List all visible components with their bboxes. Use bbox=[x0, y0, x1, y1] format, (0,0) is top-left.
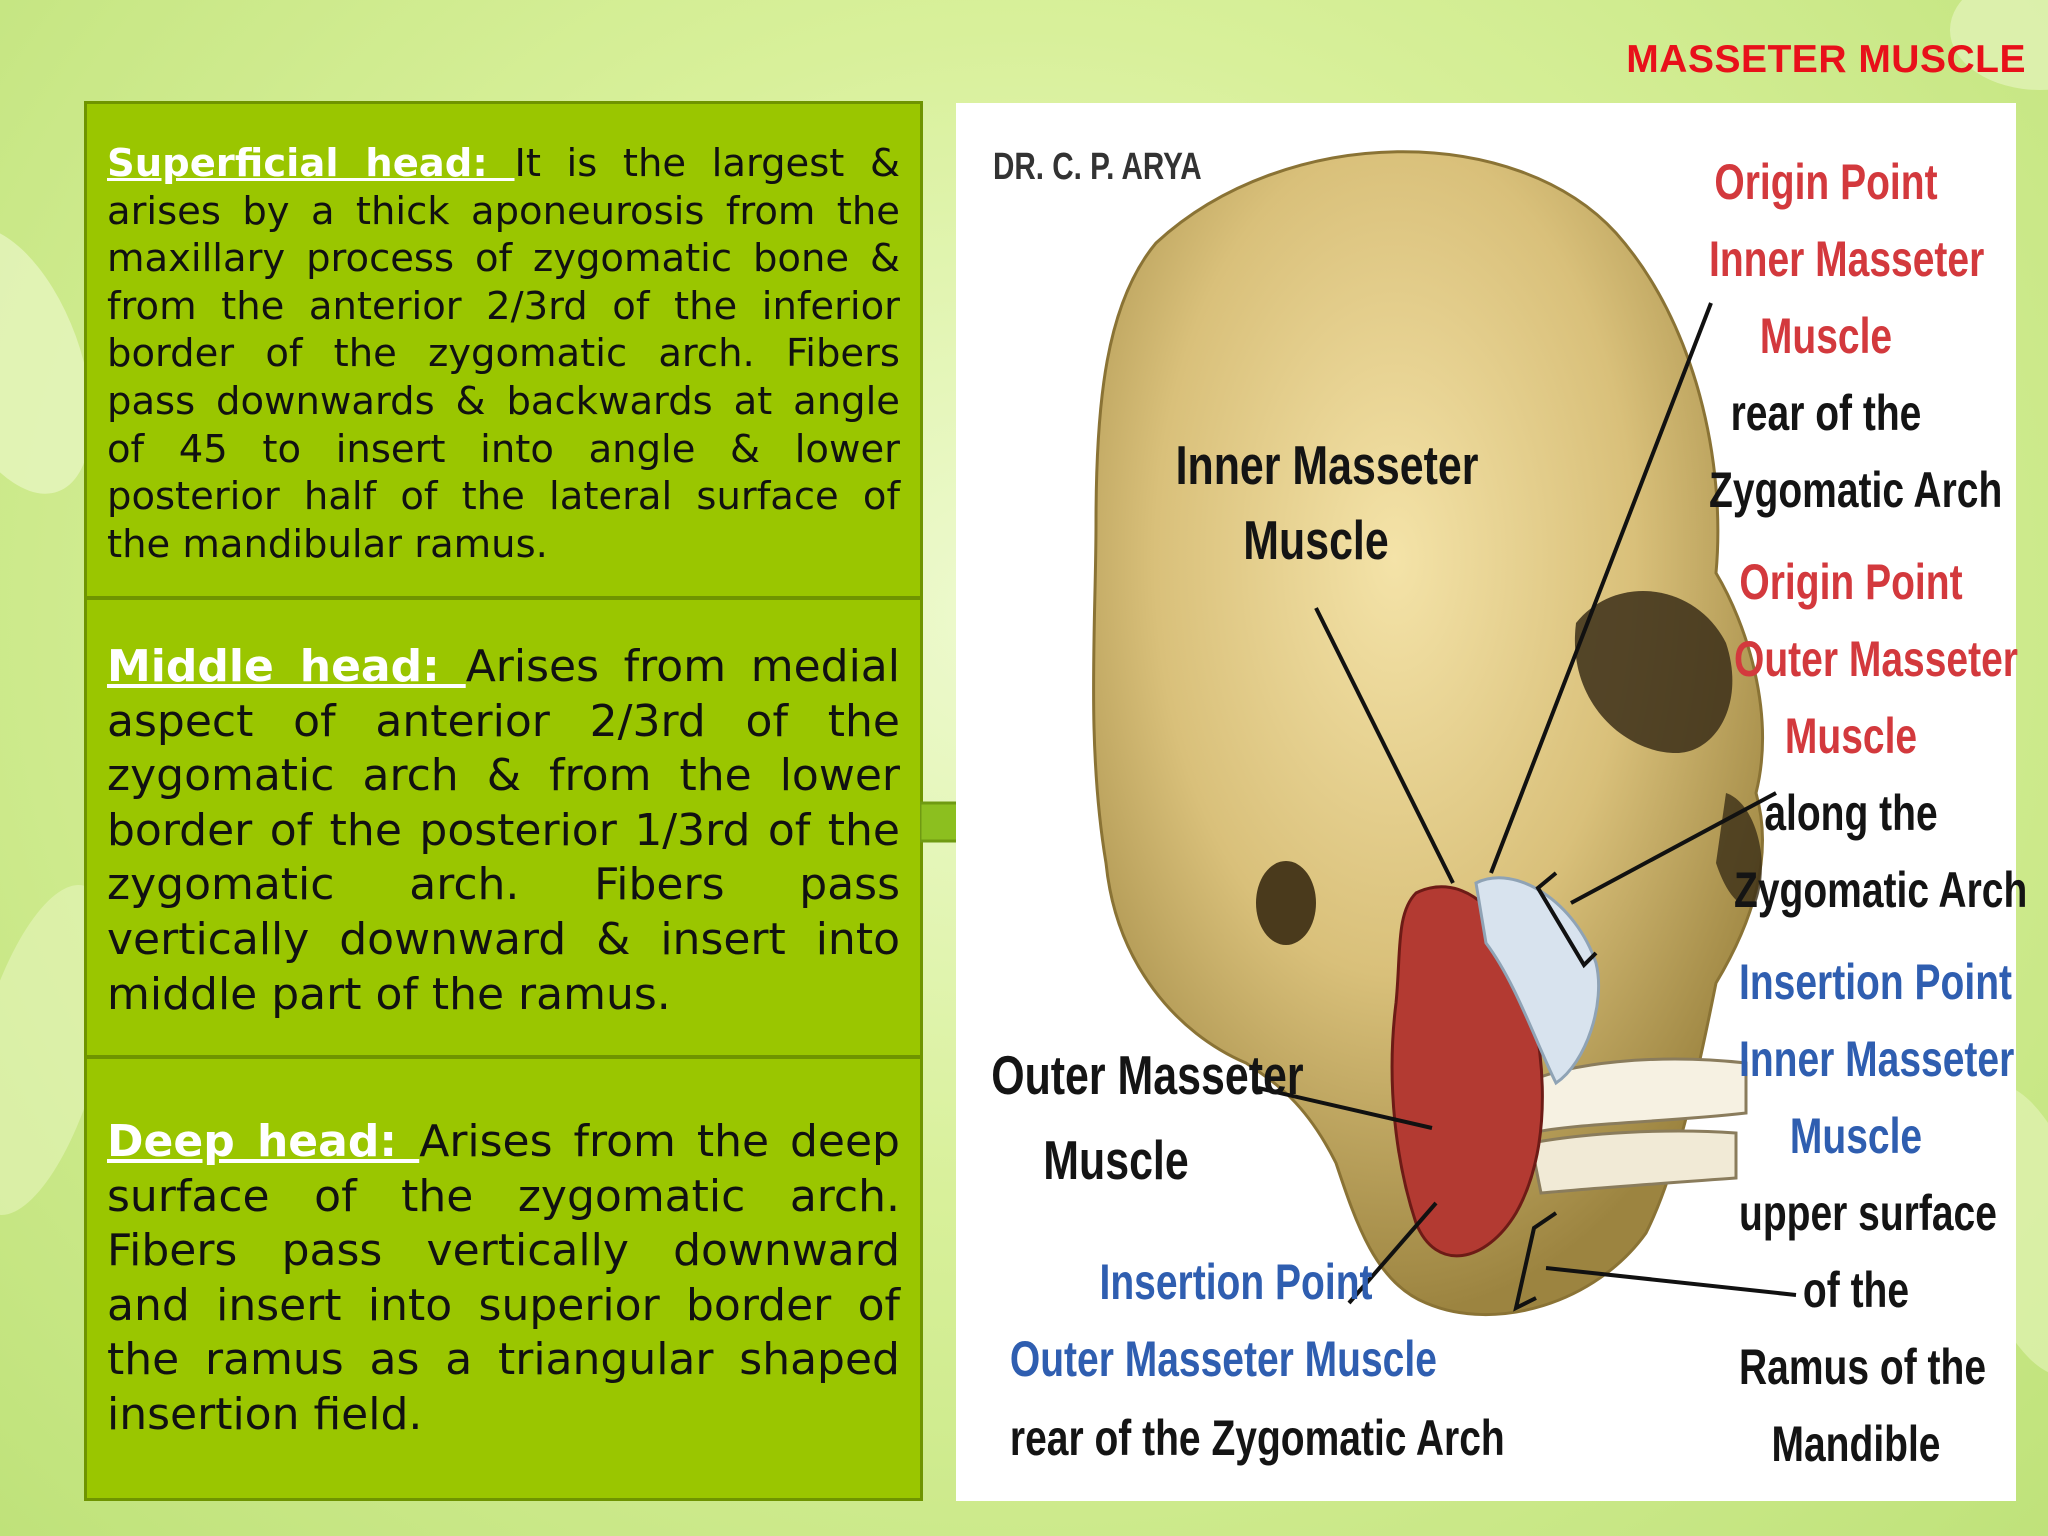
origin-outer-label-4: along the bbox=[1764, 785, 1938, 841]
inner-masseter-label-1: Inner Masseter bbox=[1175, 434, 1479, 496]
insertion-outer-label-1: Insertion Point bbox=[1099, 1254, 1373, 1310]
insertion-inner-label-1: Insertion Point bbox=[1739, 954, 2012, 1010]
slide-title: MASSETER MUSCLE bbox=[1626, 38, 2026, 81]
origin-inner-label-1: Origin Point bbox=[1714, 154, 1938, 210]
outer-masseter-label-1: Outer Masseter bbox=[991, 1044, 1304, 1106]
superficial-head-label: Superficial head: bbox=[107, 141, 515, 186]
origin-outer-label-5: Zygomatic Arch bbox=[1734, 862, 2028, 918]
pointer-lines bbox=[1257, 302, 1797, 1312]
origin-outer-label-1: Origin Point bbox=[1739, 554, 1963, 610]
deep-head-text: Arises from the deep surface of the zygo… bbox=[107, 1116, 900, 1440]
skull-figure: DR. C. P. ARYA Inner Masseter Muscle Out… bbox=[956, 103, 2028, 1501]
origin-inner-label-2: Inner Masseter bbox=[1709, 231, 1985, 287]
insertion-inner-label-6: Ramus of the bbox=[1739, 1339, 1987, 1395]
insertion-inner-label-3: Muscle bbox=[1789, 1108, 1923, 1164]
middle-head-text: Arises from medial aspect of anterior 2/… bbox=[107, 641, 900, 1020]
outer-masseter-label-2: Muscle bbox=[1043, 1129, 1189, 1191]
insertion-inner-label-7: Mandible bbox=[1771, 1416, 1941, 1472]
insertion-inner-label-2: Inner Masseter bbox=[1739, 1031, 2015, 1087]
middle-head-box: Middle head: Arises from medial aspect o… bbox=[84, 597, 923, 1058]
figure-author-label: DR. C. P. ARYA bbox=[993, 146, 1202, 188]
insertion-inner-label-4: upper surface bbox=[1739, 1185, 1997, 1241]
origin-inner-label-3: Muscle bbox=[1759, 308, 1893, 364]
origin-inner-label-5: Zygomatic Arch bbox=[1709, 462, 2003, 518]
deep-head-label: Deep head: bbox=[107, 1116, 420, 1167]
insertion-outer-label-2: Outer Masseter Muscle bbox=[1009, 1331, 1437, 1387]
insertion-inner-label-5: of the bbox=[1802, 1262, 1910, 1318]
inner-masseter-label-2: Muscle bbox=[1243, 509, 1389, 571]
middle-head-label: Middle head: bbox=[107, 641, 466, 692]
insertion-outer-label-3: rear of the Zygomatic Arch bbox=[1009, 1410, 1505, 1466]
superficial-head-box: Superficial head: It is the largest & ar… bbox=[84, 101, 923, 599]
origin-outer-label-2: Outer Masseter bbox=[1734, 631, 2018, 687]
origin-outer-label-3: Muscle bbox=[1784, 708, 1918, 764]
skull-illustration bbox=[1092, 150, 1797, 1316]
origin-inner-label-4: rear of the bbox=[1730, 385, 1922, 441]
deep-head-box: Deep head: Arises from the deep surface … bbox=[84, 1056, 923, 1501]
superficial-head-text: It is the largest & arises by a thick ap… bbox=[107, 141, 900, 567]
